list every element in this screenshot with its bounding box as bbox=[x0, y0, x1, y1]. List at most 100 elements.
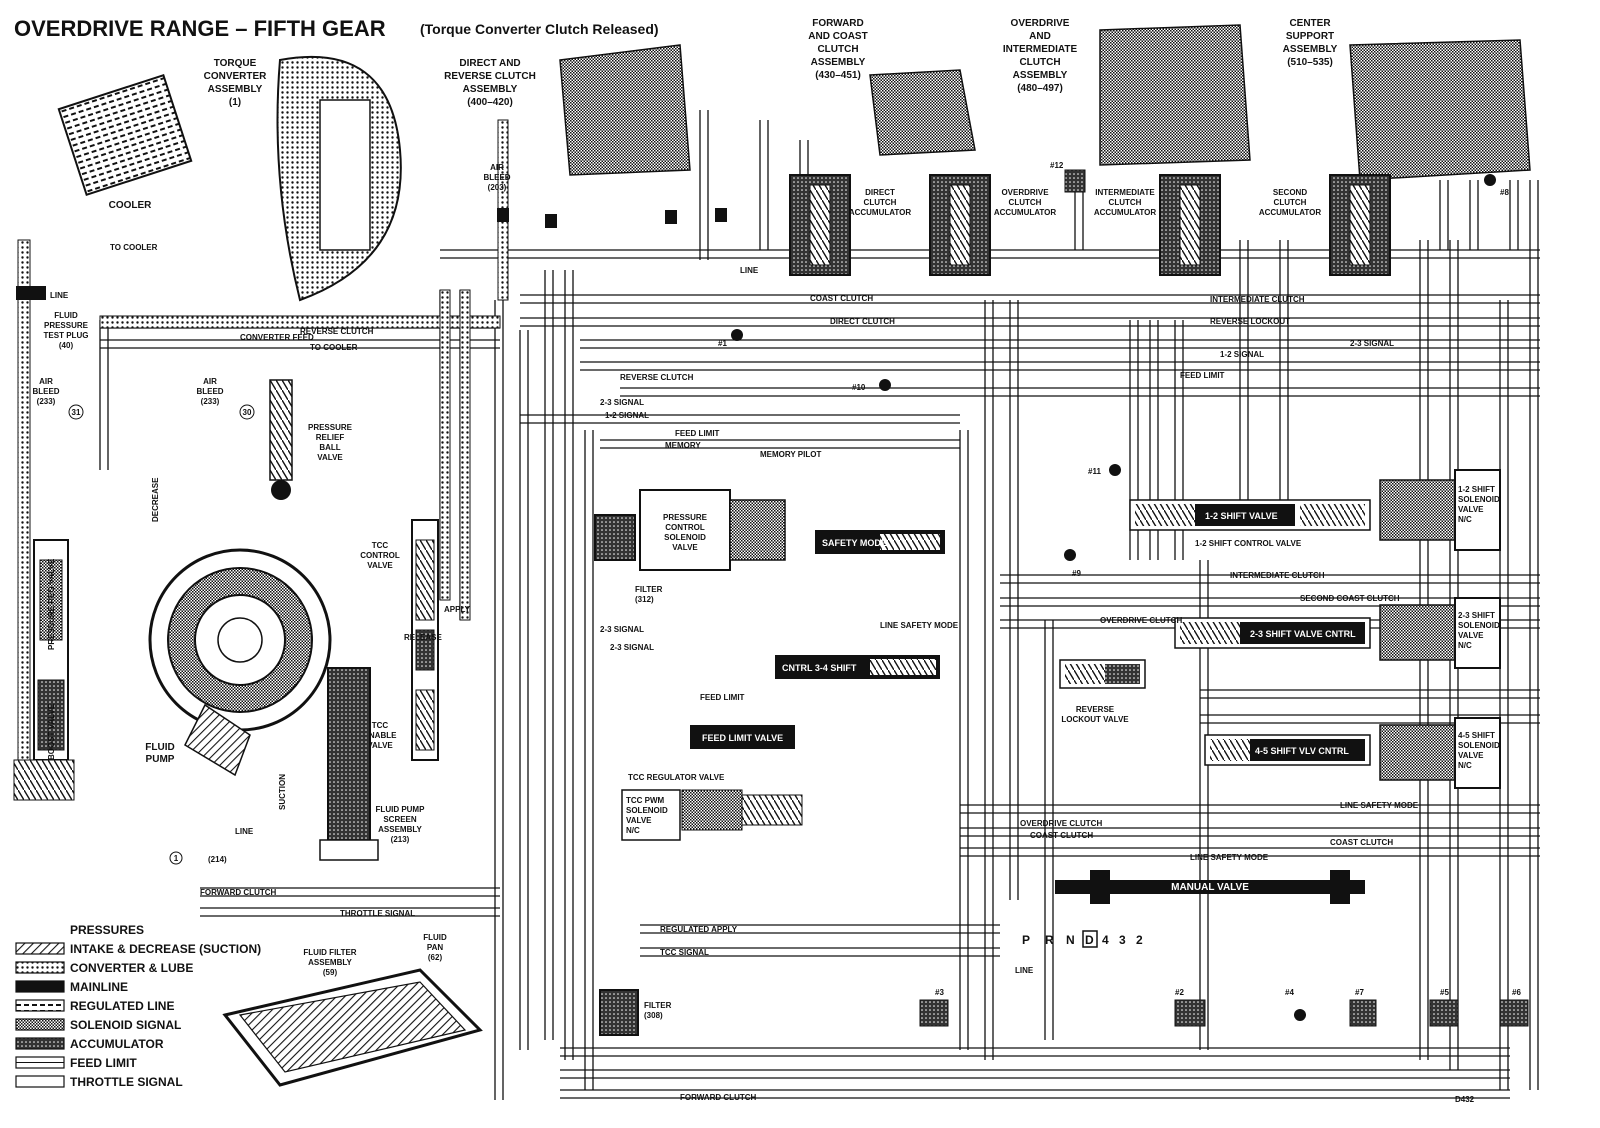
solenoid-12-label-2: SOLENOID bbox=[1458, 495, 1500, 504]
solenoid-45-label-3: VALVE bbox=[1458, 751, 1484, 760]
svg-text:#5: #5 bbox=[1440, 988, 1449, 997]
second-accum-label-3: ACCUMULATOR bbox=[1259, 208, 1322, 217]
svg-text:FEED LIMIT: FEED LIMIT bbox=[70, 1056, 137, 1070]
shift-12-control-label: 1-2 SHIFT CONTROL VALVE bbox=[1195, 539, 1302, 548]
cooler: COOLER bbox=[57, 73, 193, 211]
safety-mode-valve: SAFETY MODE bbox=[815, 530, 945, 554]
pump-screen-label-4: (213) bbox=[391, 835, 410, 844]
torque-converter: TORQUE CONVERTER ASSEMBLY (1) bbox=[204, 55, 402, 302]
label-line-bottom: LINE bbox=[1015, 966, 1034, 975]
label-reverse-lockout: REVERSE LOCKOUT bbox=[1210, 317, 1290, 326]
feed-limit-valve-label: FEED LIMIT VALVE bbox=[702, 733, 783, 743]
solenoid-12-label-1: 1-2 SHIFT bbox=[1458, 485, 1495, 494]
direct-clutch-accumulator: DIRECT CLUTCH ACCUMULATOR bbox=[789, 174, 911, 276]
label-12-signal: 1-2 SIGNAL bbox=[1220, 350, 1264, 359]
svg-text:ACCUMULATOR: ACCUMULATOR bbox=[70, 1037, 164, 1051]
boost-valve-label: BOOST VALVE bbox=[47, 703, 56, 760]
shift-45-valve-label: 4-5 SHIFT VLV CNTRL bbox=[1255, 746, 1349, 756]
filter-308: FILTER (308) bbox=[599, 989, 672, 1036]
fluid-pan: FLUID FILTER ASSEMBLY (59) FLUID PAN (62… bbox=[222, 933, 483, 1087]
svg-text:#11: #11 bbox=[1088, 467, 1101, 476]
label-line-safety: LINE SAFETY MODE bbox=[880, 621, 959, 630]
solenoid-23: 2-3 SHIFT SOLENOID VALVE N/C bbox=[1379, 597, 1501, 669]
overdrive-intermediate-clutch: OVERDRIVE AND INTERMEDIATE CLUTCH ASSEMB… bbox=[1003, 18, 1251, 166]
air-bleed-left-label-1: AIR bbox=[39, 377, 53, 386]
label-23-signal: 2-3 SIGNAL bbox=[600, 398, 644, 407]
pressure-regulator-valve: PRESSURE REG VALVE BOOST VALVE bbox=[13, 539, 75, 801]
overdrive-intermediate-label-6: (480–497) bbox=[1017, 83, 1063, 94]
test-plug-label-3: TEST PLUG bbox=[44, 331, 89, 340]
direct-reverse-clutch: DIRECT AND REVERSE CLUTCH ASSEMBLY (400–… bbox=[444, 44, 691, 176]
check-ball-5: #5 bbox=[1429, 988, 1459, 1027]
fluid-pump-label-2: PUMP bbox=[146, 754, 175, 765]
manual-valve: MANUAL VALVE bbox=[1055, 870, 1365, 904]
pcs-label-4: VALVE bbox=[672, 543, 698, 552]
feed-limit-valve: FEED LIMIT VALVE bbox=[690, 725, 795, 749]
air-bleed-203-label-2: BLEED bbox=[483, 173, 510, 182]
pump-screen-label-1: FLUID PUMP bbox=[376, 805, 426, 814]
label-direct-clutch: DIRECT CLUTCH bbox=[830, 317, 895, 326]
check-ball-11: #11 bbox=[1088, 464, 1121, 476]
solenoid-12-label-4: N/C bbox=[1458, 515, 1472, 524]
overdrive-accum-label-1: OVERDRIVE bbox=[1001, 188, 1049, 197]
pressure-relief-label-4: VALVE bbox=[317, 453, 343, 462]
legend-swatch bbox=[15, 1075, 65, 1088]
selector-d: D bbox=[1085, 933, 1094, 947]
label-line-safety-2: LINE SAFETY MODE bbox=[1190, 853, 1269, 862]
label-second-coast: SECOND COAST CLUTCH bbox=[1300, 594, 1400, 603]
pcs-label-3: SOLENOID bbox=[664, 533, 706, 542]
fluid-pan-label-1: FLUID bbox=[423, 933, 447, 942]
cooler-label: COOLER bbox=[109, 200, 153, 211]
selector-3: 3 bbox=[1119, 933, 1126, 947]
overdrive-intermediate-label-2: AND bbox=[1029, 31, 1051, 42]
label-release: RELEASE bbox=[404, 633, 442, 642]
air-bleed-mid: AIR BLEED (233) 30 bbox=[196, 377, 255, 420]
page-subtitle: (Torque Converter Clutch Released) bbox=[420, 21, 659, 37]
forward-coast-clutch: FORWARD AND COAST CLUTCH ASSEMBLY (430–4… bbox=[808, 18, 976, 156]
check-ball-9: #9 bbox=[1064, 549, 1081, 578]
label-throttle-signal: THROTTLE SIGNAL bbox=[340, 909, 415, 918]
center-support-assembly: CENTER SUPPORT ASSEMBLY (510–535) bbox=[1283, 18, 1531, 181]
pcs-label-1: PRESSURE bbox=[663, 513, 708, 522]
test-plug-label-4: (40) bbox=[59, 341, 74, 350]
filter-assembly-label-1: FLUID FILTER bbox=[303, 948, 356, 957]
tcc-enable-label-1: TCC bbox=[372, 721, 389, 730]
filter-312-label-1: FILTER bbox=[635, 585, 663, 594]
air-bleed-mid-label-2: BLEED bbox=[196, 387, 223, 396]
legend-item-accumulator: ACCUMULATOR bbox=[15, 1037, 164, 1051]
tcc-control-valve: TCC CONTROL VALVE TCC ENABLE VALVE bbox=[360, 519, 439, 761]
fluid-passages bbox=[19, 110, 1540, 1100]
label-line-safety-r: LINE SAFETY MODE bbox=[1340, 801, 1419, 810]
air-bleed-left-number: 31 bbox=[72, 408, 81, 417]
center-support-label-4: (510–535) bbox=[1287, 57, 1333, 68]
passage-labels: TO COOLER REVERSE CLUTCH TO COOLER LINE … bbox=[50, 243, 1475, 1104]
tcc-control-label-3: VALVE bbox=[367, 561, 393, 570]
fluid-pan-label-3: (62) bbox=[428, 953, 443, 962]
legend-item-solenoid: SOLENOID SIGNAL bbox=[15, 1018, 181, 1032]
label-23-signal-r: 2-3 SIGNAL bbox=[1350, 339, 1394, 348]
selector-2: 2 bbox=[1136, 933, 1143, 947]
fluid-pan-label-2: PAN bbox=[427, 943, 444, 952]
intermediate-accum-label-2: CLUTCH bbox=[1109, 198, 1142, 207]
direct-reverse-label-1: DIRECT AND bbox=[459, 58, 520, 69]
pcs-label-2: CONTROL bbox=[665, 523, 705, 532]
forward-coast-label-5: (430–451) bbox=[815, 70, 861, 81]
tcc-control-label-1: TCC bbox=[372, 541, 389, 550]
label-214: (214) bbox=[208, 855, 227, 864]
solenoid-12-label-3: VALVE bbox=[1458, 505, 1484, 514]
check-ball-4: #4 bbox=[1285, 988, 1306, 1021]
shift-23-valve-label: 2-3 SHIFT VALVE CNTRL bbox=[1250, 629, 1356, 639]
center-support-label-2: SUPPORT bbox=[1286, 31, 1334, 42]
air-bleed-mid-number: 30 bbox=[243, 408, 252, 417]
svg-text:SOLENOID SIGNAL: SOLENOID SIGNAL bbox=[70, 1018, 181, 1032]
svg-text:REGULATED LINE: REGULATED LINE bbox=[70, 999, 174, 1013]
solenoid-12: 1-2 SHIFT SOLENOID VALVE N/C bbox=[1379, 469, 1501, 551]
torque-converter-label-3: ASSEMBLY bbox=[208, 84, 263, 95]
reverse-lockout-valve: REVERSE LOCKOUT VALVE bbox=[1059, 659, 1146, 724]
overdrive-accum-label-3: ACCUMULATOR bbox=[994, 208, 1057, 217]
pressure-control-solenoid: PRESSURE CONTROL SOLENOID VALVE FILTER (… bbox=[594, 489, 786, 604]
second-accum-label-2: CLUTCH bbox=[1274, 198, 1307, 207]
check-ball-6: #6 bbox=[1499, 988, 1529, 1027]
label-overdrive-clutch: OVERDRIVE CLUTCH bbox=[1100, 616, 1182, 625]
selector-r: R bbox=[1045, 933, 1054, 947]
